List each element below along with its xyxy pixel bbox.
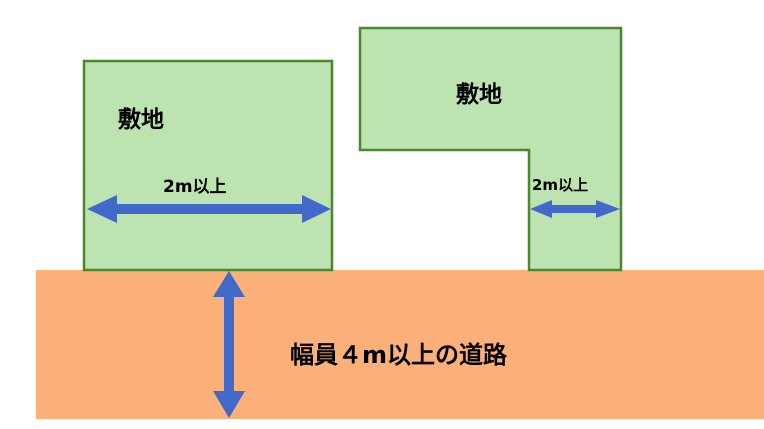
lot-flag-frontage-label: 2m以上: [532, 176, 588, 194]
lot-flag-shaped: [358, 26, 623, 272]
road-label: 幅員４m以上の道路: [290, 341, 508, 369]
lot-rect-frontage-label: 2m以上: [163, 177, 227, 197]
road-area: [36, 270, 764, 419]
frontage-arrow-rect: [87, 195, 331, 223]
lot-rectangular: [82, 59, 334, 272]
lot-rect-label: 敷地: [118, 106, 164, 133]
lot-flag-label: 敷地: [456, 81, 502, 108]
road-width-arrow: [213, 271, 245, 418]
frontage-arrow-flag: [530, 200, 620, 218]
